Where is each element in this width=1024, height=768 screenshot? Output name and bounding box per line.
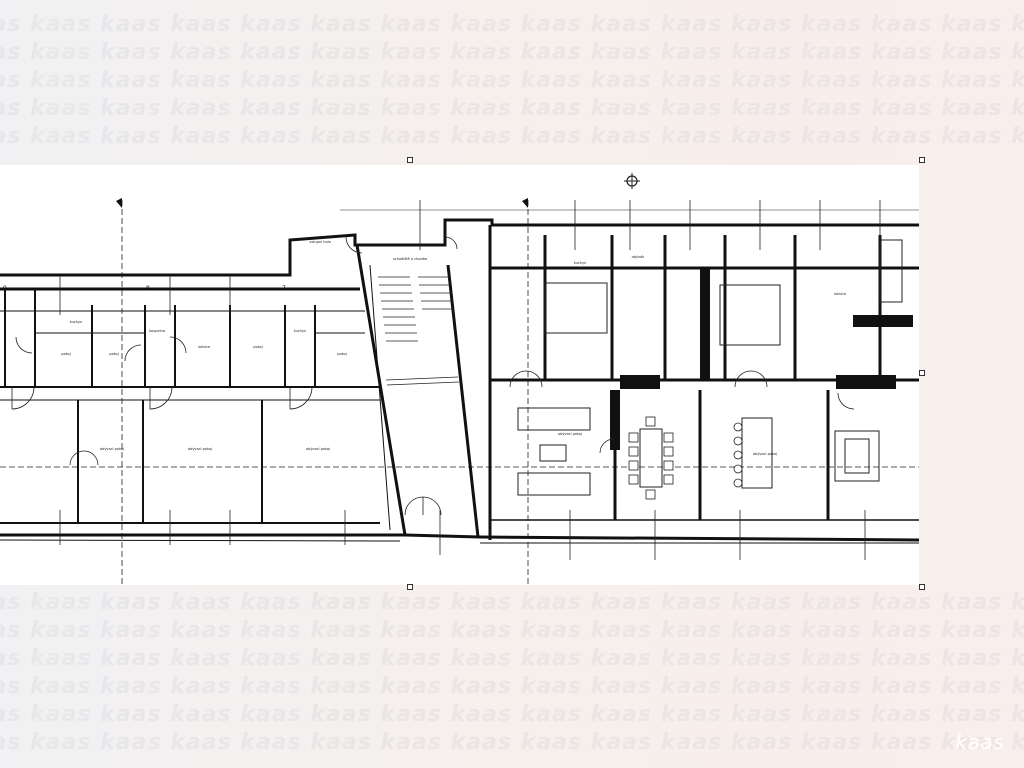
grid-label: 8. xyxy=(146,285,152,292)
resize-handle-top[interactable] xyxy=(407,157,413,163)
room-label: kuchyn xyxy=(70,320,83,324)
room-label: ložnice xyxy=(198,345,210,349)
room-label: obývací pokoj xyxy=(306,447,330,451)
watermark-text: kaas kaas kaas kaas kaas kaas kaas kaas … xyxy=(0,590,1024,615)
grid-label: 9. xyxy=(3,285,9,292)
room-label: pokoj xyxy=(109,352,118,356)
floor-plan-drawing: 9. 8. 7. kuchyn pokoj pokoj koupelna lož… xyxy=(0,198,919,585)
room-label: obývací pokoj xyxy=(558,432,582,436)
watermark-text: kaas kaas kaas kaas kaas kaas kaas kaas … xyxy=(0,730,1024,755)
watermark-text: kaas kaas kaas kaas kaas kaas kaas kaas … xyxy=(0,124,1024,149)
watermark-text: kaas kaas kaas kaas kaas kaas kaas kaas … xyxy=(0,618,1024,643)
room-label: pokoj xyxy=(253,345,262,349)
room-label: obývací pokoj xyxy=(753,452,777,456)
floor-plan-canvas[interactable]: 9. 8. 7. kuchyn pokoj pokoj koupelna lož… xyxy=(0,165,919,585)
resize-handle-right[interactable] xyxy=(919,370,925,376)
watermark-text: kaas kaas kaas kaas kaas kaas kaas kaas … xyxy=(0,674,1024,699)
room-label: obývací pokoj xyxy=(100,447,124,451)
watermark-text: kaas kaas kaas kaas kaas kaas kaas kaas … xyxy=(0,702,1024,727)
room-label: schodiště a chodba xyxy=(393,257,427,261)
watermark-text: kaas kaas kaas kaas kaas kaas kaas kaas … xyxy=(0,646,1024,671)
resize-handle-bottom[interactable] xyxy=(407,584,413,590)
room-label: ložnice xyxy=(834,292,846,296)
rotate-handle-icon[interactable] xyxy=(624,173,640,189)
grid-label: 7. xyxy=(282,285,288,292)
room-label: obývací pokoj xyxy=(188,447,212,451)
kaas-logo: kaas xyxy=(955,730,1004,754)
room-label: pokoj xyxy=(61,352,70,356)
watermark-text: kaas kaas kaas kaas kaas kaas kaas kaas … xyxy=(0,68,1024,93)
room-label: pokoj xyxy=(337,352,346,356)
watermark-text: kaas kaas kaas kaas kaas kaas kaas kaas … xyxy=(0,12,1024,37)
room-label: vstupní hala xyxy=(309,240,331,244)
resize-handle-bottom-right[interactable] xyxy=(919,584,925,590)
watermark-text: kaas kaas kaas kaas kaas kaas kaas kaas … xyxy=(0,96,1024,121)
room-label: kuchyn xyxy=(294,329,307,333)
room-label: kuchyn xyxy=(574,261,587,265)
room-label: koupelna xyxy=(149,329,165,333)
resize-handle-top-right[interactable] xyxy=(919,157,925,163)
watermark-text: kaas kaas kaas kaas kaas kaas kaas kaas … xyxy=(0,40,1024,65)
room-label: obývák xyxy=(632,255,646,259)
